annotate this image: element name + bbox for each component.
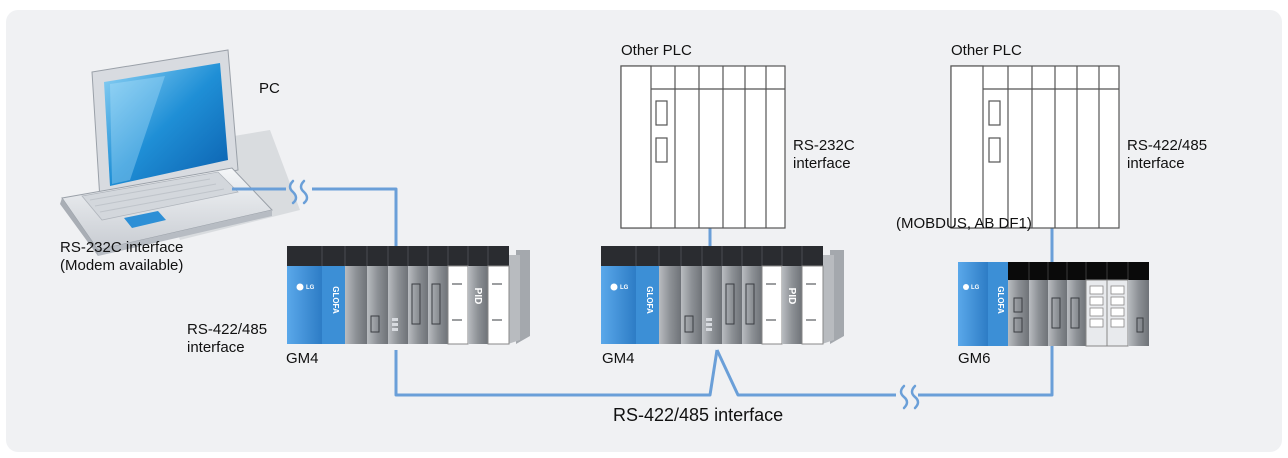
pc-label: PC — [259, 80, 280, 97]
left-interface-label: RS-422/485 interface — [187, 321, 267, 357]
rs232c-line2: interface — [793, 155, 851, 172]
gm4-plc-1 — [287, 246, 530, 345]
plc-gm4-2-label: GM4 — [602, 350, 635, 367]
gm4-2-lg-logo: LG — [620, 285, 629, 291]
gm6-plc — [958, 262, 1149, 347]
pc-cable — [232, 187, 398, 248]
gm4-1-brand-text: GLOFA — [331, 286, 340, 314]
rs422-right-interface-label: RS-422/485 interface — [1127, 137, 1207, 173]
bus-cable-break-icon — [899, 384, 909, 410]
break-symbols — [288, 179, 920, 410]
pc-interface-line1: RS-232C interface — [60, 239, 184, 256]
gm4-1-lg-logo: LG — [306, 285, 315, 291]
pc-laptop-icon — [60, 49, 300, 256]
bus-interface-label: RS-422/485 interface — [613, 405, 784, 425]
plc-gm4-1-label: GM4 — [286, 350, 319, 367]
other-plc-rack-2 — [950, 65, 1120, 229]
left-interface-line1: RS-422/485 — [187, 321, 268, 338]
protocols-label: (MOBDUS, AB DF1) — [896, 215, 1032, 232]
other-plc-rack-1 — [620, 65, 786, 229]
gm4-plc-2 — [601, 246, 844, 345]
rs232c-interface-label: RS-232C interface — [793, 137, 855, 173]
other-plc-2-label: Other PLC — [951, 42, 1022, 59]
gm4-1-pid-text: PID — [472, 288, 483, 305]
plc-gm6-label: GM6 — [958, 350, 991, 367]
other-plc-1-label: Other PLC — [621, 42, 692, 59]
pc-interface-line2: (Modem available) — [60, 257, 184, 274]
pc-cable-break-icon — [288, 179, 298, 205]
gm4-2-brand-text: GLOFA — [645, 286, 654, 314]
bus-cable-right — [715, 344, 1054, 397]
gm6-brand-text: GLOFA — [996, 286, 1005, 314]
rs422-right-line1: RS-422/485 — [1127, 137, 1208, 154]
gm4-2-pid-text: PID — [786, 288, 797, 305]
gm6-lg-logo: LG — [971, 285, 980, 291]
rs232c-line1: RS-232C — [793, 137, 855, 154]
left-interface-line2: interface — [187, 339, 245, 356]
bus-cable-left — [394, 349, 719, 397]
pc-interface-label: RS-232C interface (Modem available) — [60, 239, 183, 275]
rs422-right-line2: interface — [1127, 155, 1185, 172]
